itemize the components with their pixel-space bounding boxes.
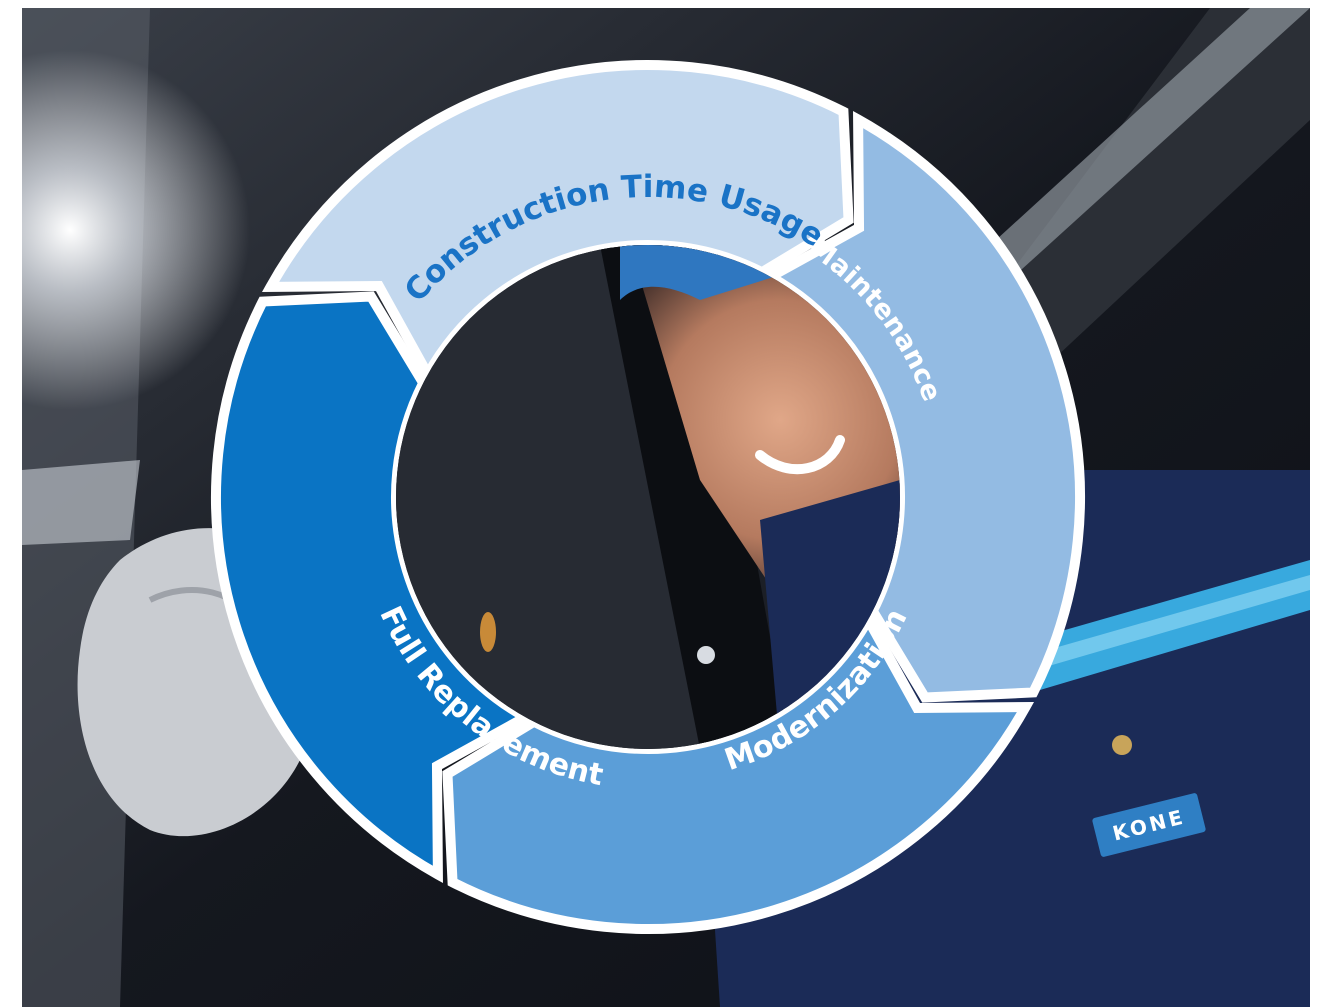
uniform-button <box>1112 735 1132 755</box>
inner-photo <box>396 245 900 749</box>
light-flare <box>22 50 250 410</box>
cycle-ring <box>210 59 1086 935</box>
lens-glint <box>480 612 496 652</box>
smile <box>755 435 845 475</box>
uniform-badge <box>1092 793 1206 857</box>
door-screw <box>697 646 715 664</box>
